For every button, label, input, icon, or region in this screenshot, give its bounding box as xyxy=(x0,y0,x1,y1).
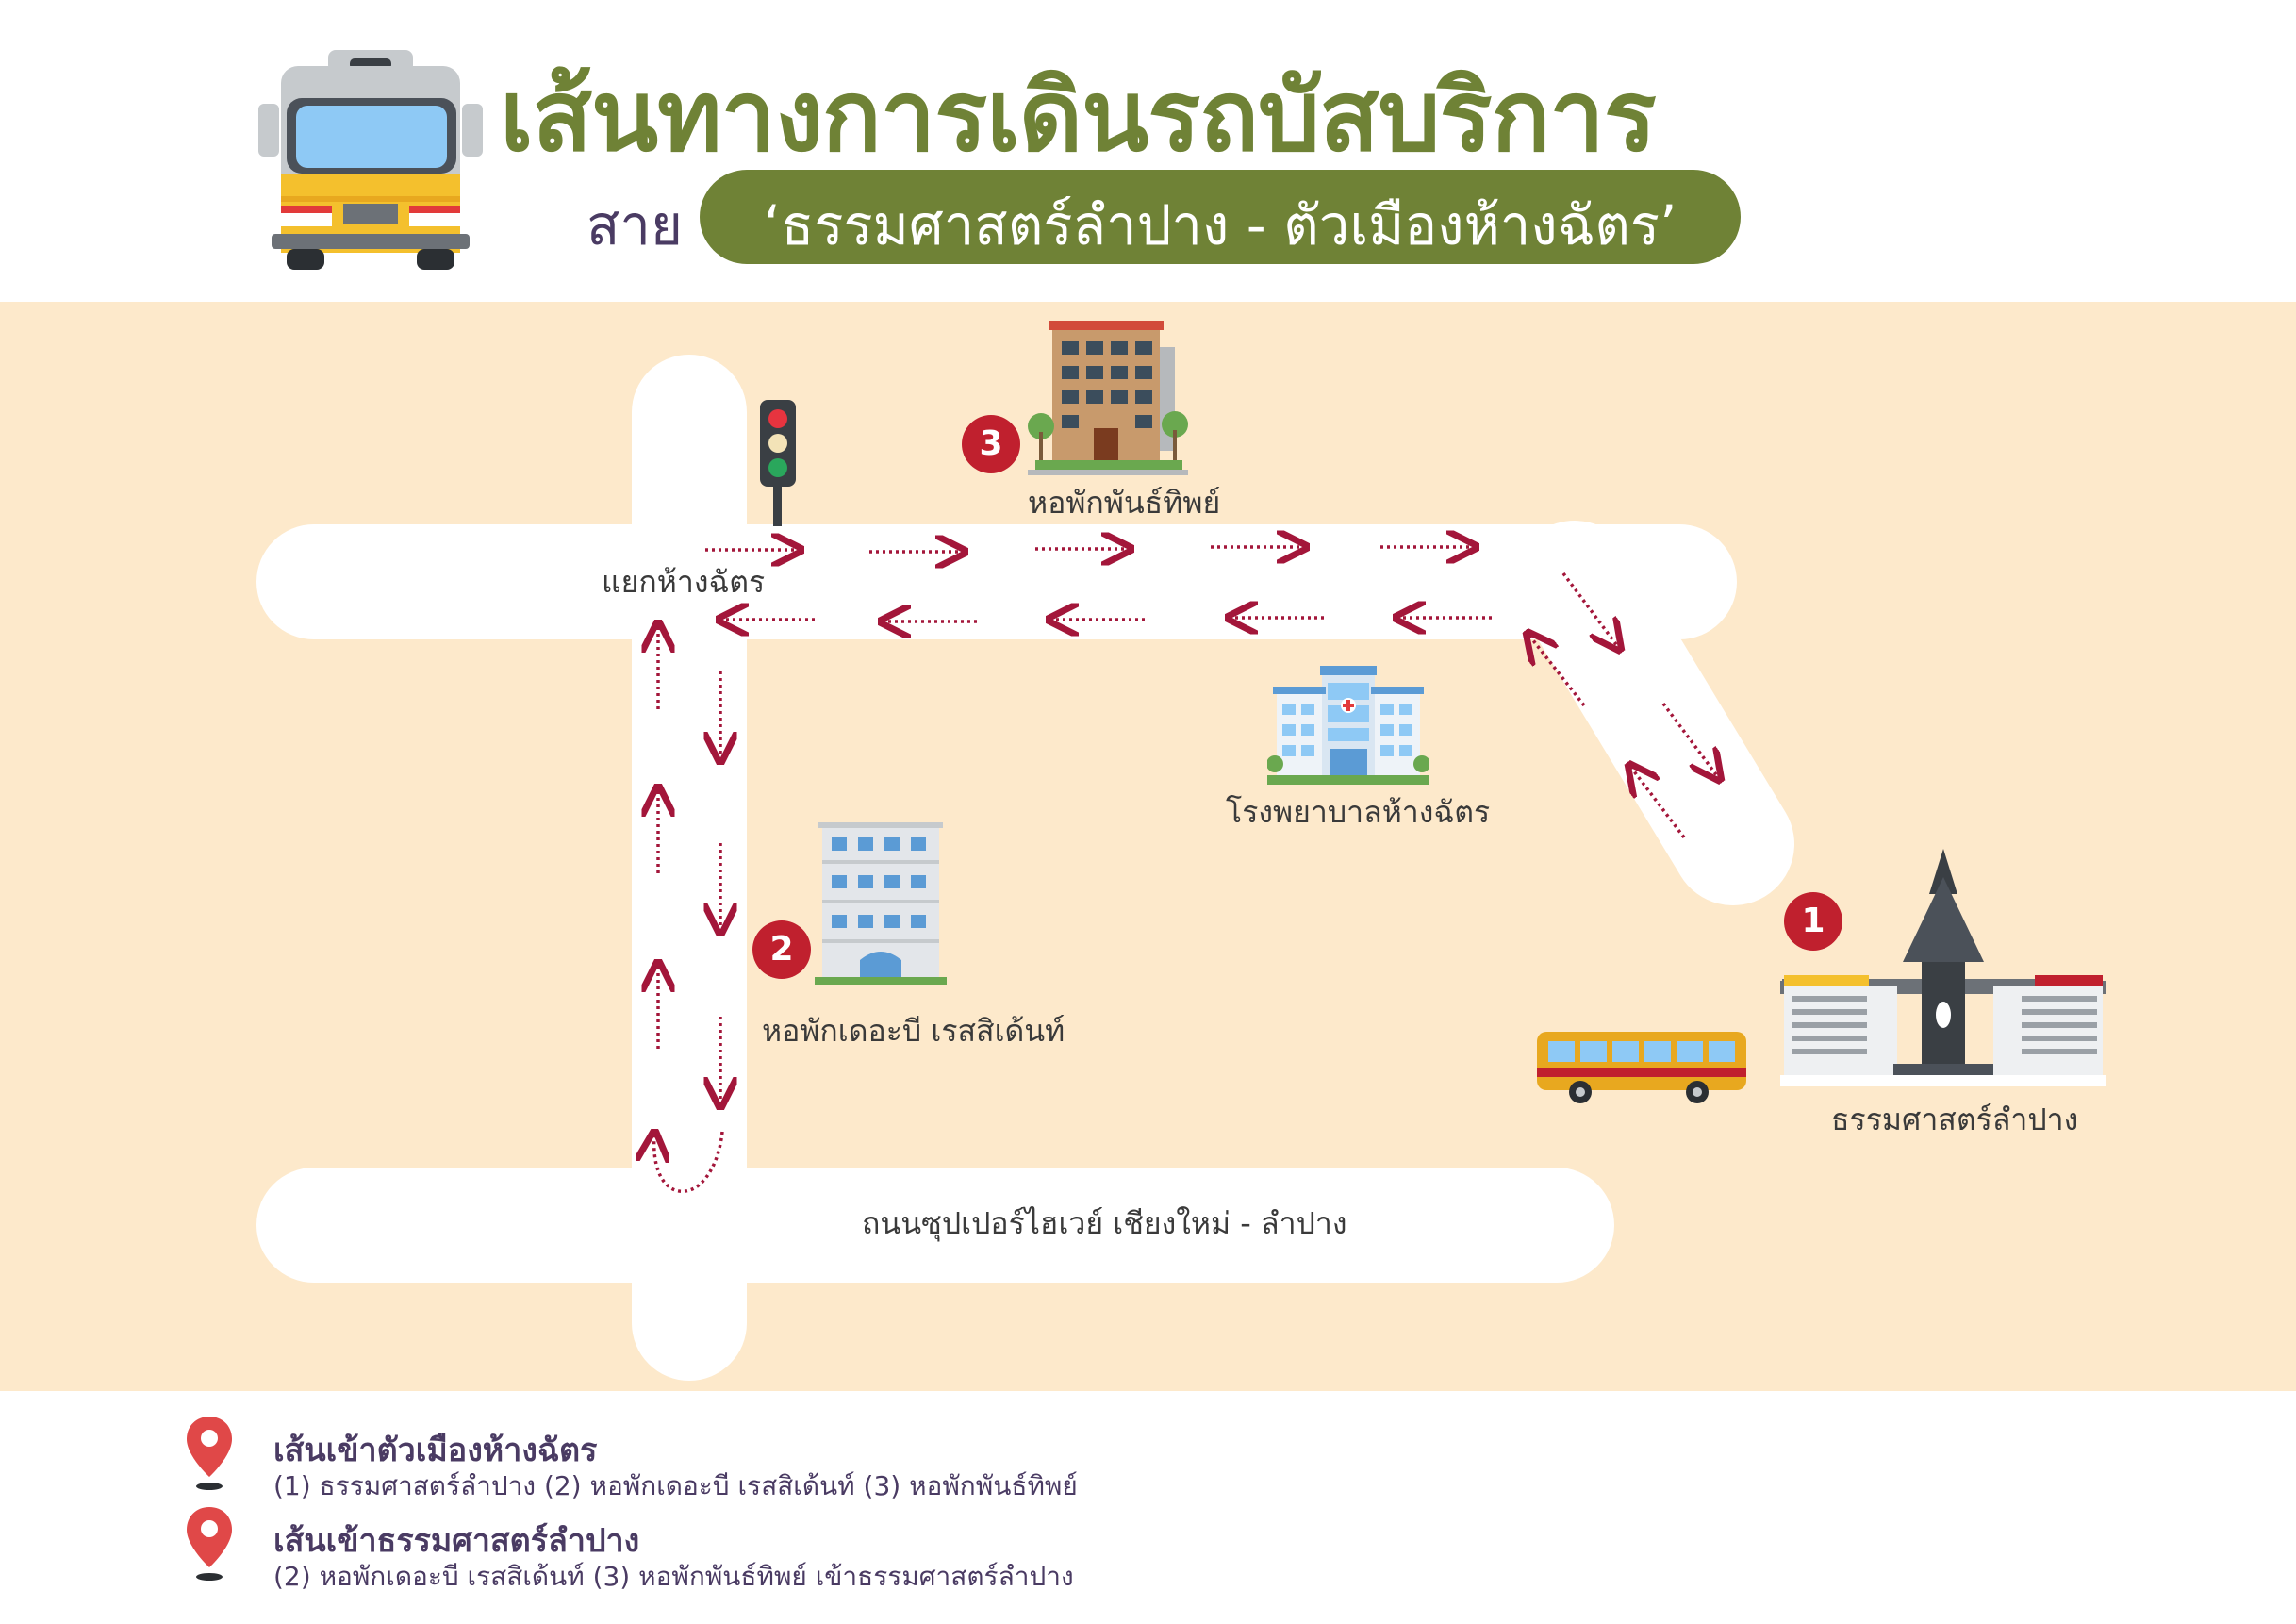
stop-2-marker: 2 xyxy=(752,920,811,979)
intersection-label: แยกห้างฉัตร xyxy=(602,564,766,600)
stop-2-label: หอพักเดอะบี เรสสิเด้นท์ xyxy=(762,1013,1065,1049)
stop-3-label: หอพักพันธ์ทิพย์ xyxy=(1028,485,1221,521)
hospital-building-icon xyxy=(1267,666,1429,785)
stop-1-label: ธรรมศาสตร์ลำปาง xyxy=(1831,1102,2079,1137)
legend-2-text: (2) หอพักเดอะบี เรสสิเด้นท์ (3) หอพักพัน… xyxy=(273,1561,1074,1592)
legend-pin-icon-2 xyxy=(187,1507,232,1581)
route-name: ‘ธรรมศาสตร์ลำปาง - ตัวเมืองห้างฉัตร’ xyxy=(763,193,1677,257)
superhighway-label: ถนนซุปเปอร์ไฮเวย์ เชียงใหม่ - ลำปาง xyxy=(862,1205,1347,1241)
bus-front-icon xyxy=(258,50,483,270)
route-prefix: สาย xyxy=(586,193,683,257)
dormitory-pantip-building-icon xyxy=(1028,321,1188,475)
bus-side-icon xyxy=(1537,1032,1746,1103)
legend-pin-icon-1 xyxy=(187,1417,232,1490)
page-title: เส้นทางการเดินรถบัสบริการ xyxy=(500,58,1657,174)
route-pill xyxy=(700,170,1741,264)
stop-3-marker: 3 xyxy=(962,415,1020,473)
legend-2-title: เส้นเข้าธรรมศาสตร์ลำปาง xyxy=(273,1522,640,1560)
hospital-label: โรงพยาบาลห้างฉัตร xyxy=(1226,794,1491,830)
traffic-light-icon xyxy=(760,400,796,526)
stop-1-marker: 1 xyxy=(1784,892,1842,951)
legend-1-text: (1) ธรรมศาสตร์ลำปาง (2) หอพักเดอะบี เรสส… xyxy=(273,1470,1078,1501)
legend-1-title: เส้นเข้าตัวเมืองห้างฉัตร xyxy=(273,1432,598,1469)
dormitory-the-b-building-icon xyxy=(815,822,947,985)
thammasat-lampang-building-icon xyxy=(1780,849,2106,1086)
